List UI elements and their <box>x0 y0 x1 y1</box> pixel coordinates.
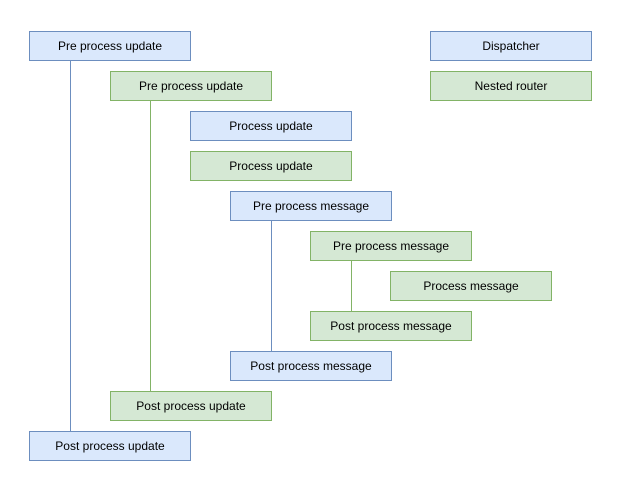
node-n11[interactable]: Post process update <box>29 431 191 461</box>
legend-item-label: Nested router <box>474 78 548 93</box>
node-label: Post process message <box>330 318 452 333</box>
node-label: Pre process message <box>332 238 450 253</box>
node-label: Process update <box>229 118 313 133</box>
node-n6[interactable]: Pre process message <box>310 231 472 261</box>
node-n10[interactable]: Post process update <box>110 391 272 421</box>
connector-n1-to-n11 <box>70 61 71 431</box>
node-label: Post process update <box>136 398 246 413</box>
node-label: Pre process update <box>138 78 244 93</box>
node-label: Pre process update <box>57 38 163 53</box>
legend-item-label: Dispatcher <box>482 38 540 53</box>
node-n8[interactable]: Post process message <box>310 311 472 341</box>
node-n4[interactable]: Process update <box>190 151 352 181</box>
connector-n5-to-n9 <box>271 221 272 351</box>
legend-item-l1[interactable]: Dispatcher <box>430 31 592 61</box>
legend-item-l2[interactable]: Nested router <box>430 71 592 101</box>
node-n2[interactable]: Pre process update <box>110 71 272 101</box>
node-label: Process update <box>229 158 313 173</box>
connector-n6-to-n8 <box>351 261 352 311</box>
node-label: Process message <box>423 278 519 293</box>
node-label: Post process update <box>55 438 165 453</box>
node-n3[interactable]: Process update <box>190 111 352 141</box>
connector-n2-to-n10 <box>150 101 151 391</box>
node-label: Pre process message <box>252 198 370 213</box>
node-n9[interactable]: Post process message <box>230 351 392 381</box>
node-label: Post process message <box>250 358 372 373</box>
node-n1[interactable]: Pre process update <box>29 31 191 61</box>
node-n5[interactable]: Pre process message <box>230 191 392 221</box>
node-n7[interactable]: Process message <box>390 271 552 301</box>
